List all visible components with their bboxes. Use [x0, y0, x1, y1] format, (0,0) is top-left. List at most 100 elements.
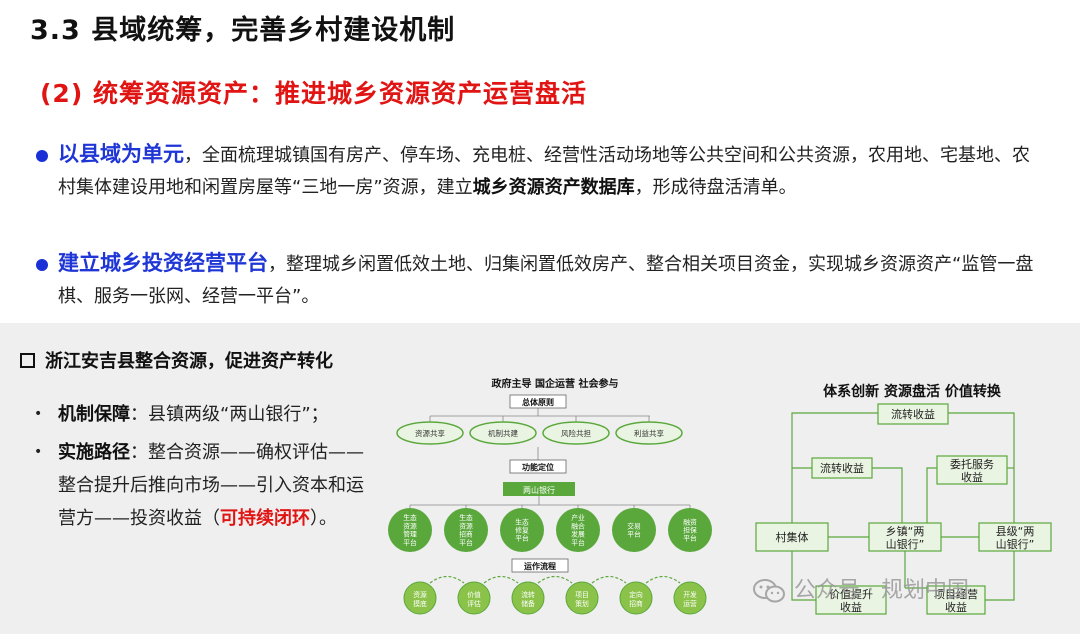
case-item-highlight: 可持续闭环 — [220, 508, 310, 529]
bullet-text-tail: ，形成待盘活清单。 — [634, 177, 797, 198]
principle-label: 机制共建 — [488, 428, 518, 438]
platform-label: 生态 — [459, 513, 473, 522]
step-circle — [457, 581, 491, 615]
flow-arrow — [429, 575, 465, 584]
wechat-icon — [753, 579, 785, 603]
bullet-text: ，全面梳理城镇国有房产、停车场、充电桩、经营性活动场地等公共空间和公共资源，农用… — [58, 145, 1030, 198]
watermark: 公众号 · 规划中国 — [752, 572, 969, 604]
platform-label: 产业 — [571, 513, 585, 522]
step-label: 策划 — [575, 599, 589, 608]
section-box-function — [509, 459, 567, 474]
center-bank-box — [503, 482, 575, 496]
diagram1-top-label: 政府主导 国企运营 社会参与 — [492, 377, 619, 390]
checkbox-square-icon — [20, 352, 35, 368]
case-title-text: 浙江安吉县整合资源，促进资产转化 — [45, 351, 333, 372]
bullet-text: ，整理城乡闲置低效土地、归集闲置低效房产、整合相关项目资金，实现城乡资源资产“监… — [58, 254, 1034, 307]
small-bullet-icon: • — [34, 444, 43, 460]
step-label: 资源 — [413, 590, 427, 599]
bullet-dot-icon — [36, 150, 48, 162]
platform-label: 资源 — [459, 521, 473, 530]
step-label: 摸底 — [413, 599, 427, 608]
watermark-text: 公众号 · 规划中国 — [794, 578, 969, 603]
platform-label: 融资 — [683, 517, 697, 526]
platform-label: 担保 — [683, 526, 697, 535]
bullet-lead: 以县域为单元 — [58, 142, 184, 166]
platform-circle — [444, 508, 488, 552]
platform-label: 融合 — [571, 521, 585, 530]
step-label: 开发 — [683, 590, 697, 599]
platform-label: 资源 — [403, 521, 417, 530]
platform-label: 平台 — [683, 534, 697, 543]
step-label: 项目 — [575, 591, 589, 599]
step-label: 招商 — [629, 599, 643, 608]
section-label-process: 运作流程 — [524, 561, 556, 571]
case-item-label: 机制保障 — [58, 404, 130, 425]
bullet-investment-platform: 建立城乡投资经营平台，整理城乡闲置低效土地、归集闲置低效房产、整合相关项目资金，… — [30, 247, 1040, 313]
step-label: 运营 — [683, 599, 697, 608]
section-label-function: 功能定位 — [522, 462, 554, 472]
mid-right-label-1: 委托服务 — [950, 457, 994, 471]
flow-arrow — [645, 575, 681, 584]
platform-circle — [500, 508, 544, 552]
flow-arrow — [537, 575, 573, 584]
principle-label: 资源共享 — [415, 428, 445, 438]
principle-oval — [396, 421, 464, 445]
principle-oval — [615, 421, 683, 445]
page-title: 3.3 县域统筹，完善乡村建设机制 — [30, 15, 456, 46]
platform-label: 平台 — [459, 538, 473, 547]
mid-left-box — [811, 457, 873, 479]
platform-circle — [388, 508, 432, 552]
two-mountain-bank-diagram: 政府主导 国企运营 社会参与 总体原则 资源共享机制共建风险共担利益共享 功能定… — [388, 377, 712, 615]
step-label: 价值 — [467, 590, 481, 599]
platform-label: 招商 — [459, 530, 473, 539]
platform-label: 生态 — [515, 517, 529, 526]
value-conversion-diagram: 体系创新 资源盘活 价值转换 流转收益 流转收益 委托服务 收益 村集体 乡镇“… — [755, 383, 1052, 615]
case-item-text: ：整合资源——确权评估——整合提升后推向市场——引入资本和运营方——投资收益（ — [58, 442, 364, 529]
case-item-path: • 实施路径：整合资源——确权评估——整合提升后推向市场——引入资本和运营方——投… — [30, 436, 380, 535]
step-label: 定向 — [629, 590, 643, 599]
platform-circle — [556, 508, 600, 552]
platform-label: 平台 — [627, 530, 641, 539]
value-gain-box — [815, 585, 887, 615]
step-label: 储备 — [521, 599, 535, 608]
bullet-lead: 建立城乡投资经营平台 — [58, 251, 268, 275]
step-label: 流转 — [521, 590, 535, 599]
bullet-county-unit: 以县域为单元，全面梳理城镇国有房产、停车场、充电桩、经营性活动场地等公共空间和公… — [30, 138, 1040, 204]
principle-oval — [469, 421, 537, 445]
case-item-label: 实施路径 — [58, 442, 130, 463]
diagram2-title: 体系创新 资源盘活 价值转换 — [823, 383, 1002, 400]
step-circle — [565, 581, 599, 615]
project-income-label-1: 项目经营 — [934, 587, 978, 601]
village-collective-box — [755, 522, 829, 552]
mid-left-label: 流转收益 — [820, 461, 864, 475]
platform-label: 平台 — [515, 534, 529, 543]
mid-right-box — [936, 455, 1008, 485]
township-bank-label-1: 乡镇“两 — [886, 524, 925, 538]
county-bank-label-2: 山银行” — [996, 537, 1035, 551]
township-bank-label-2: 山银行” — [886, 537, 925, 551]
principle-oval — [542, 421, 610, 445]
platform-label: 交易 — [627, 521, 641, 530]
section-box-process — [511, 558, 569, 573]
case-item-tail: ）。 — [310, 508, 337, 529]
platform-label: 发展 — [571, 530, 585, 539]
step-circle — [403, 581, 437, 615]
case-title: 浙江安吉县整合资源，促进资产转化 — [20, 347, 333, 373]
flow-arrow — [483, 575, 519, 584]
township-bank-box — [868, 522, 942, 552]
case-item-mechanism: •机制保障：县镇两级“两山银行”； — [30, 398, 380, 431]
village-collective-label: 村集体 — [776, 530, 809, 544]
top-box-label: 流转收益 — [891, 407, 935, 421]
county-bank-box — [978, 522, 1052, 552]
project-income-box — [926, 585, 986, 615]
platform-label: 平台 — [403, 538, 417, 547]
platform-label: 生态 — [403, 513, 417, 522]
case-list: •机制保障：县镇两级“两山银行”； • 实施路径：整合资源——确权评估——整合提升… — [30, 398, 380, 540]
case-item-text: ：县镇两级“两山银行”； — [130, 404, 329, 425]
center-bank-label: 两山银行 — [523, 485, 555, 495]
platform-circle — [668, 508, 712, 552]
value-gain-label-2: 收益 — [840, 600, 862, 614]
principle-label: 风险共担 — [561, 428, 591, 438]
mid-right-label-2: 收益 — [961, 470, 983, 484]
platform-label: 管理 — [403, 530, 417, 539]
